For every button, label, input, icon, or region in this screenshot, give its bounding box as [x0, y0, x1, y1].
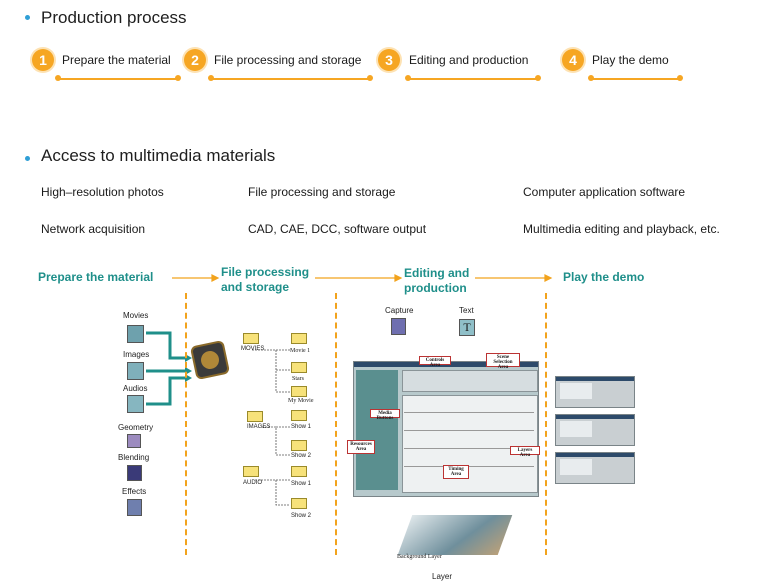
step1-underline — [57, 78, 178, 80]
speaker-icon — [127, 395, 144, 413]
callout-media: Media Buttons — [370, 409, 400, 421]
material-audios-label: Audios — [123, 384, 148, 393]
section-bullet — [25, 156, 30, 161]
step1-label: Prepare the material — [62, 53, 171, 67]
step4-label: Play the demo — [592, 53, 669, 67]
section-bullet — [25, 15, 30, 20]
step3-underline — [407, 78, 538, 80]
text-tool-icon: T — [459, 319, 475, 336]
section-title-production: Production process — [41, 8, 187, 27]
folder-stars-label: Stars — [292, 376, 304, 382]
text-tool-label: Text — [459, 306, 474, 315]
step2-dot-right — [367, 75, 373, 81]
step3-label: Editing and production — [409, 53, 529, 67]
folder-show1b-label: Show 1 — [291, 481, 312, 487]
callout-controls: Controls Area — [419, 356, 451, 368]
step1-dot-right — [175, 75, 181, 81]
stage-divider — [335, 293, 337, 555]
folder-icon — [291, 362, 307, 373]
demo-screen — [555, 414, 635, 446]
folder-movies-label: MOVIES — [241, 346, 265, 352]
stage-prepare: Prepare the material — [38, 270, 154, 284]
folder-icon — [291, 410, 307, 421]
step1-number: 1 — [32, 49, 54, 71]
stage-divider — [545, 293, 547, 555]
folder-mymovie-label: My Movie — [288, 398, 314, 404]
step2-underline — [210, 78, 370, 80]
step3-dot-right — [535, 75, 541, 81]
folder-images-label: IMAGES — [247, 424, 271, 430]
material-movies-label: Movies — [123, 311, 149, 320]
step1-dot-left — [55, 75, 61, 81]
callout-timing: Timing Area — [443, 465, 469, 479]
section-title-access: Access to multimedia materials — [41, 146, 276, 165]
geometry-icon — [127, 434, 141, 448]
stage-play: Play the demo — [563, 270, 645, 284]
step3-dot-left — [405, 75, 411, 81]
folder-icon — [291, 466, 307, 477]
step3-number: 3 — [378, 49, 400, 71]
material-blending-label: Blending — [118, 453, 150, 462]
folder-icon — [291, 386, 307, 397]
layer-caption: Background Layer — [397, 554, 442, 560]
material-geometry-label: Geometry — [118, 423, 154, 432]
material-effects-label: Effects — [122, 487, 147, 496]
access-cell: Network acquisition — [41, 222, 146, 236]
folder-icon — [291, 333, 307, 344]
folder-icon — [243, 333, 259, 344]
camera-icon — [127, 362, 144, 380]
film-icon — [127, 325, 144, 343]
capture-tool-label: Capture — [385, 306, 414, 315]
folder-show2b-label: Show 2 — [291, 513, 312, 519]
step4-underline — [590, 78, 680, 80]
access-cell: Multimedia editing and playback, etc. — [523, 222, 720, 236]
access-cell: Computer application software — [523, 185, 686, 199]
step4-number: 4 — [562, 49, 584, 71]
layer-scene-image — [397, 515, 513, 555]
folder-audio-label: AUDIO — [243, 480, 263, 486]
access-cell: High–resolution photos — [41, 185, 164, 199]
capture-icon — [391, 318, 406, 335]
step2-label: File processing and storage — [214, 53, 362, 67]
blending-icon — [127, 465, 142, 481]
folder-icon — [243, 466, 259, 477]
callout-scene: Scene Selection Area — [486, 353, 520, 370]
folder-icon — [291, 440, 307, 451]
folder-show2a-label: Show 2 — [291, 453, 312, 459]
step2-number: 2 — [184, 49, 206, 71]
callout-layers: Layers Area — [510, 446, 540, 458]
hard-disk-icon — [189, 339, 231, 381]
step2-dot-left — [208, 75, 214, 81]
step4-dot-left — [588, 75, 594, 81]
demo-screen — [555, 376, 635, 408]
stage-file-processing: File processing and storage — [221, 265, 310, 294]
layer-label: Layer — [432, 572, 453, 581]
folder-show1a-label: Show 1 — [291, 424, 312, 430]
effects-icon — [127, 499, 142, 516]
folder-movie1-label: Movie 1 — [290, 348, 311, 354]
folder-icon — [291, 498, 307, 509]
material-images-label: Images — [123, 350, 150, 359]
folder-icon — [247, 411, 263, 422]
access-cell: File processing and storage — [248, 185, 396, 199]
access-cell: CAD, CAE, DCC, software output — [248, 222, 427, 236]
step4-dot-right — [677, 75, 683, 81]
stage-editing: Editing and production — [404, 266, 470, 295]
demo-screen — [555, 452, 635, 484]
stage-divider — [185, 293, 187, 555]
callout-resources: Resources Area — [347, 440, 375, 454]
